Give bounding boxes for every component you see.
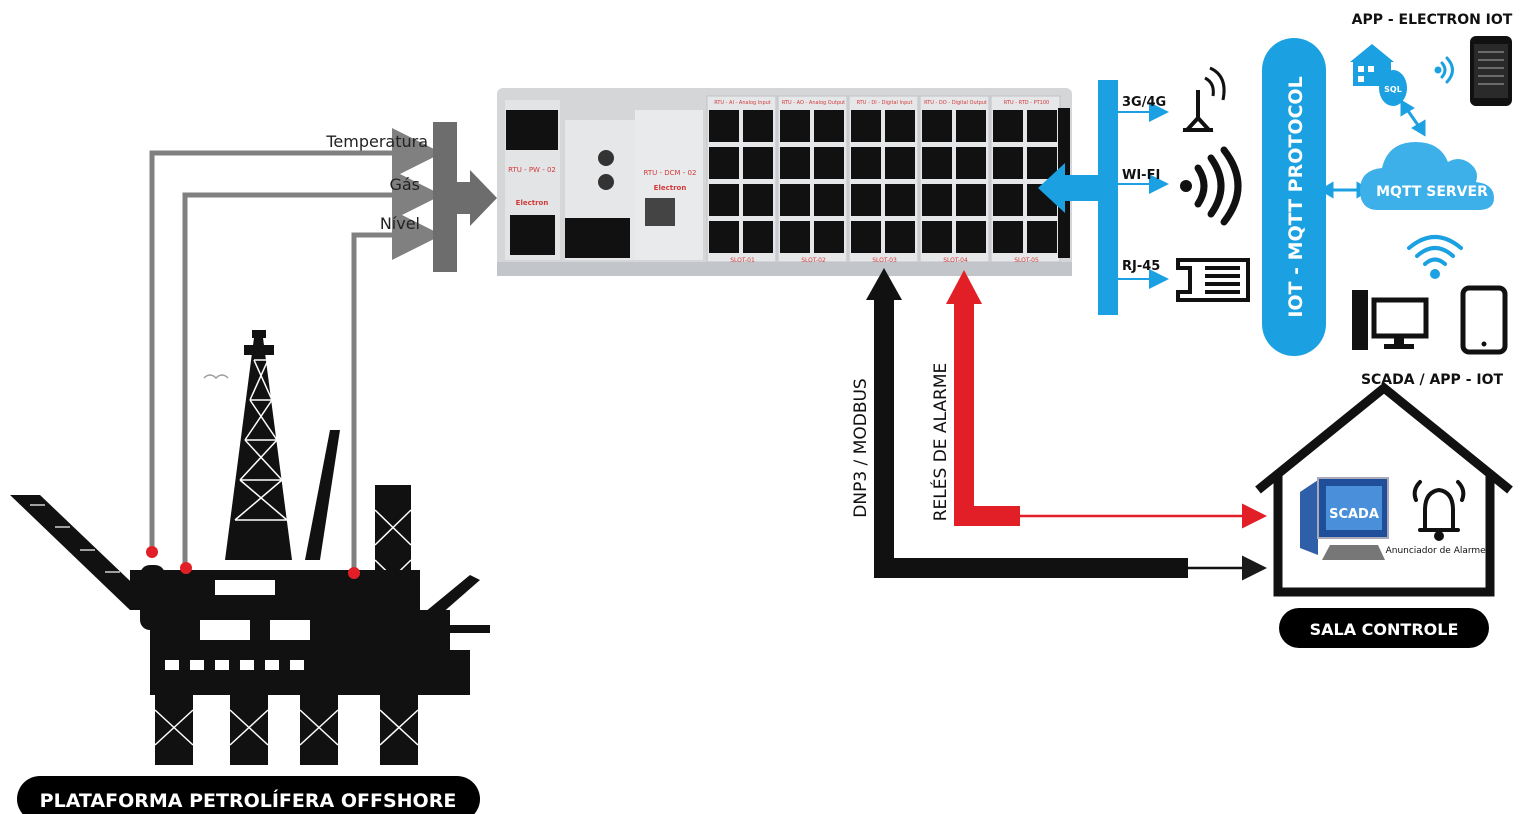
gas-label: Gás	[389, 175, 420, 194]
level-label: Nível	[380, 214, 420, 233]
app-wifi-icon	[1434, 56, 1454, 84]
iot-protocol-label: IOT - MQTT PROTOCOL	[1285, 76, 1307, 317]
gas-line	[182, 170, 442, 565]
scada-wifi-icon	[1407, 235, 1463, 279]
ethernet-label: RJ-45	[1122, 259, 1160, 274]
slot-label-5: SLOT-05	[1014, 257, 1039, 264]
server-building-icon	[1350, 44, 1407, 106]
rtu-module-label-dcm: RTU - DCM - 02	[644, 169, 697, 177]
mqtt-to-app-arrow	[1400, 99, 1426, 137]
scada-screen-label: SCADA	[1329, 507, 1379, 522]
sensor-to-rtu-arrow	[455, 170, 497, 226]
rj45-icon	[1176, 258, 1250, 302]
smartphone-app-icon	[1470, 36, 1512, 106]
dnp3-label: DNP3 / MODBUS	[851, 378, 871, 517]
slot-label-1: SLOT-01	[730, 257, 755, 264]
temperature-label: Temperatura	[325, 132, 428, 151]
control-room-walls	[1273, 476, 1495, 597]
platform-label: PLATAFORMA PETROLÍFERA OFFSHORE	[40, 789, 457, 812]
iot-protocol-pill	[1262, 38, 1326, 356]
level-sensor-dot	[348, 567, 360, 579]
gas-sensor-dot	[180, 562, 192, 574]
relays-label: RELÉS DE ALARME	[929, 363, 951, 522]
slot-header-4: RTU - DO - Digital Output	[924, 100, 987, 106]
scada-monitor-icon	[1300, 477, 1389, 560]
alarm-bell-icon	[1412, 480, 1466, 541]
slot-label-4: SLOT-04	[943, 257, 968, 264]
dnp3-arrowhead	[866, 268, 902, 300]
rtu-module-label-power: RTU - PW - 02	[508, 166, 556, 174]
control-room-house	[1255, 382, 1513, 494]
relays-link-arrow	[954, 296, 1020, 526]
control-room-pill	[1279, 608, 1489, 648]
mqtt-server-label: MQTT SERVER	[1376, 184, 1488, 200]
slot-header-2: RTU - AO - Analog Output	[782, 100, 845, 106]
sensor-collector-bar	[433, 122, 457, 272]
slot-header-1: RTU - AI - Analog Input	[714, 100, 771, 106]
desktop-computer-icon	[1352, 290, 1429, 350]
offshore-platform-illustration	[10, 330, 490, 765]
bus-to-rtu-arrow	[1038, 163, 1098, 213]
wifi-label: WI-FI	[1122, 168, 1160, 183]
rtu-brand-dcm: Electron	[654, 184, 687, 192]
slot-header-5: RTU - RTD - PT100	[1004, 100, 1049, 106]
antenna-icon	[1182, 66, 1226, 132]
rtu-device: RTU - PW - 02 Electron RTU - DCM - 02 El…	[497, 88, 1072, 276]
rtu-brand-power: Electron	[516, 199, 549, 207]
app-title: APP - ELECTRON IOT	[1352, 12, 1513, 28]
relays-arrowhead	[946, 270, 982, 304]
smartphone-icon	[1460, 285, 1508, 355]
platform-label-pill	[17, 776, 480, 814]
slot-label-2: SLOT-02	[801, 257, 826, 264]
dnp3-link-arrow	[874, 290, 1188, 578]
slot-header-3: RTU - DI - Digital Input	[857, 100, 913, 106]
wifi-waves-icon	[1180, 146, 1242, 226]
slot-label-3: SLOT-03	[872, 257, 897, 264]
sql-label: SQL	[1384, 85, 1402, 94]
annunciator-label: Anunciador de Alarmes	[1386, 546, 1491, 556]
comm-bus	[1098, 80, 1118, 315]
sensor-lines	[149, 128, 442, 572]
mqtt-cloud-icon	[1360, 142, 1494, 210]
scada-app-label: SCADA / APP - IOT	[1361, 372, 1504, 388]
temperature-line	[149, 128, 442, 550]
level-line	[351, 210, 442, 572]
control-room-label: SALA CONTROLE	[1310, 620, 1459, 639]
temperature-sensor-dot	[146, 546, 158, 558]
cellular-label: 3G/4G	[1122, 95, 1166, 110]
